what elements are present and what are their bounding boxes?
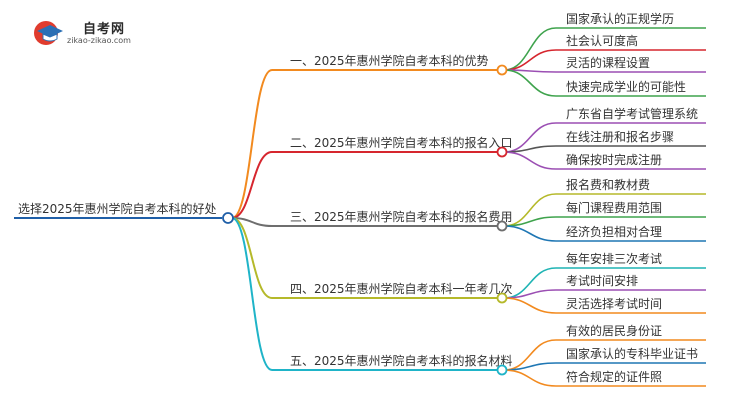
branch-label[interactable]: 一、2025年惠州学院自考本科的优势 [290,53,489,68]
branch-connector [231,217,273,227]
leaf-node[interactable]: 确保按时完成注册 [503,151,706,170]
branch-2[interactable]: 二、2025年惠州学院自考本科的报名入口 广东省自学考试管理系统在线注册和报名步骤… [231,106,706,219]
leaf-node[interactable]: 每年安排三次考试 [503,251,706,299]
branch-connector [231,151,273,219]
leaf-label[interactable]: 在线注册和报名步骤 [566,129,674,144]
leaf-label[interactable]: 广东省自学考试管理系统 [566,106,698,121]
leaf-node[interactable]: 报名费和教材费 [503,177,706,227]
branch-label[interactable]: 二、2025年惠州学院自考本科的报名入口 [290,135,513,150]
leaf-label[interactable]: 考试时间安排 [566,273,638,288]
logo-title: 自考网 [83,22,126,37]
collapse-handle-icon[interactable] [496,146,508,158]
leaf-label[interactable]: 灵活选择考试时间 [566,296,662,311]
leaf-node[interactable]: 广东省自学考试管理系统 [503,106,706,153]
leaf-label[interactable]: 符合规定的证件照 [566,369,662,384]
collapse-handle-icon[interactable] [496,64,508,76]
leaf-node[interactable]: 考试时间安排 [503,273,706,299]
branch-4[interactable]: 四、2025年惠州学院自考本科一年考几次 每年安排三次考试考试时间安排灵活选择考试… [231,217,706,314]
leaf-label[interactable]: 灵活的课程设置 [566,55,650,70]
branch-5[interactable]: 五、2025年惠州学院自考本科的报名材料 有效的居民身份证国家承认的专科毕业证书符… [231,217,706,387]
leaf-node[interactable]: 快速完成学业的可能性 [503,69,706,97]
leaf-connector [503,151,557,170]
leaf-node[interactable]: 符合规定的证件照 [503,369,706,387]
leaf-connector [503,69,557,97]
logo-subtitle: zikao-zikao.com [67,36,131,45]
leaf-label[interactable]: 国家承认的专科毕业证书 [566,346,698,361]
leaf-connector [503,27,557,71]
branch-1[interactable]: 一、2025年惠州学院自考本科的优势 国家承认的正规学历社会认可度高灵活的课程设置… [231,11,706,219]
leaf-label[interactable]: 确保按时完成注册 [566,152,662,167]
branch-connector [231,217,273,299]
leaf-label[interactable]: 经济负担相对合理 [566,224,662,239]
site-logo[interactable]: 自考网 zikao-zikao.com [33,16,173,52]
leaf-connector [503,225,557,242]
branch-connector [231,217,273,371]
collapse-handle-icon[interactable] [496,292,508,304]
branch-label[interactable]: 四、2025年惠州学院自考本科一年考几次 [290,281,513,296]
leaf-connector [503,49,557,71]
leaf-label[interactable]: 快速完成学业的可能性 [566,79,686,94]
leaf-label[interactable]: 国家承认的正规学历 [566,11,674,26]
leaf-label[interactable]: 有效的居民身份证 [566,323,662,338]
root-topic[interactable]: 选择2025年惠州学院自考本科的好处 [18,201,217,216]
graduation-cap-icon [34,21,63,45]
branch-3[interactable]: 三、2025年惠州学院自考本科的报名费用 报名费和教材费每门课程费用范围经济负担相… [231,177,706,242]
root-collapse-handle-icon[interactable] [222,212,234,224]
leaf-node[interactable]: 经济负担相对合理 [503,224,706,242]
leaf-label[interactable]: 报名费和教材费 [566,177,650,192]
leaf-label[interactable]: 社会认可度高 [566,33,638,48]
leaf-label[interactable]: 每门课程费用范围 [566,200,662,215]
branch-label[interactable]: 五、2025年惠州学院自考本科的报名材料 [290,353,513,368]
branch-label[interactable]: 三、2025年惠州学院自考本科的报名费用 [290,209,513,224]
leaf-connector [503,369,557,387]
collapse-handle-icon[interactable] [496,364,508,376]
leaf-label[interactable]: 每年安排三次考试 [566,251,662,266]
leaf-connector [503,297,557,314]
leaf-node[interactable]: 灵活选择考试时间 [503,296,706,314]
collapse-handle-icon[interactable] [496,220,508,232]
branch-connector [231,69,273,219]
